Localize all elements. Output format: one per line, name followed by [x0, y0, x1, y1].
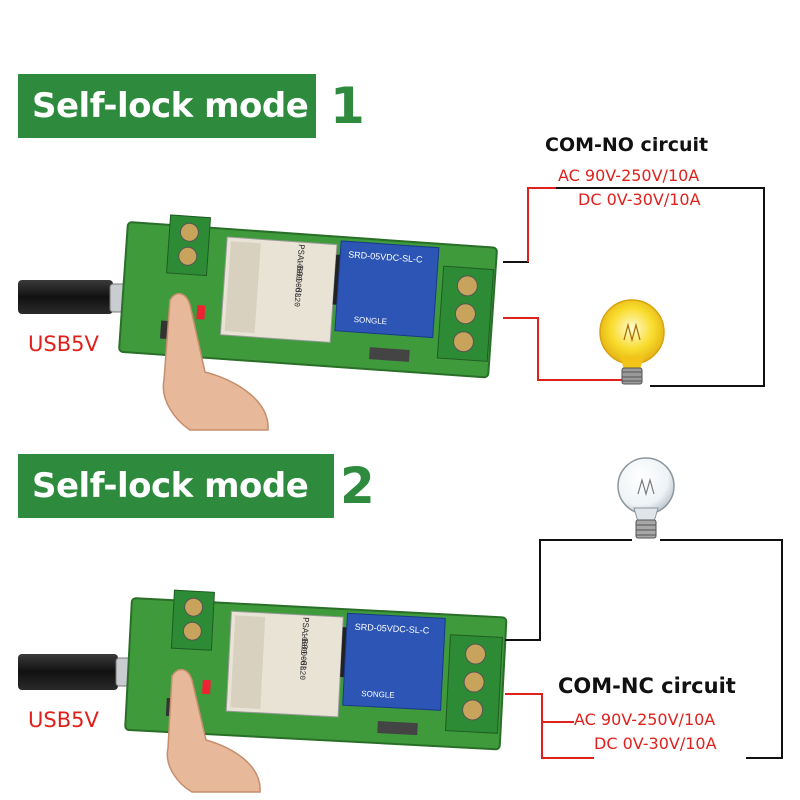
mode-2-pcb: PSA-B01-GL 100000d320 SRD-05VDC-SL-C SON…: [124, 589, 508, 751]
mode-1-diagram: PSA-B01-GL 100000d320 SRD-05VDC-SL-C SON…: [18, 187, 765, 431]
mode-2-usb-label: USB5V: [28, 708, 99, 732]
mode-2-relay: [342, 612, 446, 711]
mode-1-pcb: PSA-B01-GL 100000d320 SRD-05VDC-SL-C SON…: [118, 214, 498, 379]
mode-1-banner: Self-lock mode: [18, 74, 316, 138]
mode-1-usb-label: USB5V: [28, 332, 99, 356]
mode-1-spec-ac: AC 90V-250V/10A: [558, 166, 700, 185]
mode-2-relay-brand: SONGLE: [361, 689, 395, 700]
mode-1-spec-dc: DC 0V-30V/10A: [578, 190, 701, 209]
mode-1-relay: [334, 240, 440, 339]
mode-1-wire-red-top: [527, 187, 556, 262]
mode-2-number: 2: [340, 457, 375, 515]
mode-1-module-label: PSA-B01-GL: [292, 244, 306, 299]
mode-1-lightbulb-icon: [599, 299, 665, 385]
mode-2-wire-black-top: [505, 539, 632, 641]
mode-1-wire-red: [503, 317, 622, 381]
mode-2-module-id: 100000d320: [297, 632, 309, 681]
mode-2-hand: [166, 668, 261, 793]
mode-1-input-terminal: [166, 214, 212, 277]
mode-2-spec-dc: DC 0V-30V/10A: [594, 734, 717, 753]
mode-2-wire-black-right: [660, 539, 783, 759]
mode-2-circuit-title: COM-NC circuit: [558, 674, 736, 698]
mode-1-wire-black: [503, 187, 765, 387]
mode-1-number: 1: [330, 77, 365, 135]
mode-1-usb-cable: [18, 280, 113, 314]
mode-2-module-label: PSA-B01-GL: [297, 617, 310, 671]
mode-2-lightbulb-icon: [617, 457, 675, 539]
mode-2-input-terminal: [170, 589, 215, 651]
mode-1-circuit-title: COM-NO circuit: [545, 134, 709, 156]
mode-1-module-id: 100000d320: [291, 259, 303, 308]
mode-2-relay-model: SRD-05VDC-SL-C: [355, 622, 430, 636]
mode-2-label: Self-lock mode: [32, 466, 309, 506]
mode-2-spec-ac: AC 90V-250V/10A: [574, 710, 716, 729]
mode-2-usb-cable: [18, 654, 118, 690]
mode-1-relay-brand: SONGLE: [353, 315, 387, 326]
mode-1-hand: [162, 293, 269, 431]
mode-1-label: Self-lock mode: [32, 86, 309, 126]
mode-2-diagram: PSA-B01-GL 100000d320 SRD-05VDC-SL-C SON…: [18, 457, 783, 793]
mode-2-banner: Self-lock mode: [18, 454, 334, 518]
mode-2-wire-red: [505, 693, 594, 759]
